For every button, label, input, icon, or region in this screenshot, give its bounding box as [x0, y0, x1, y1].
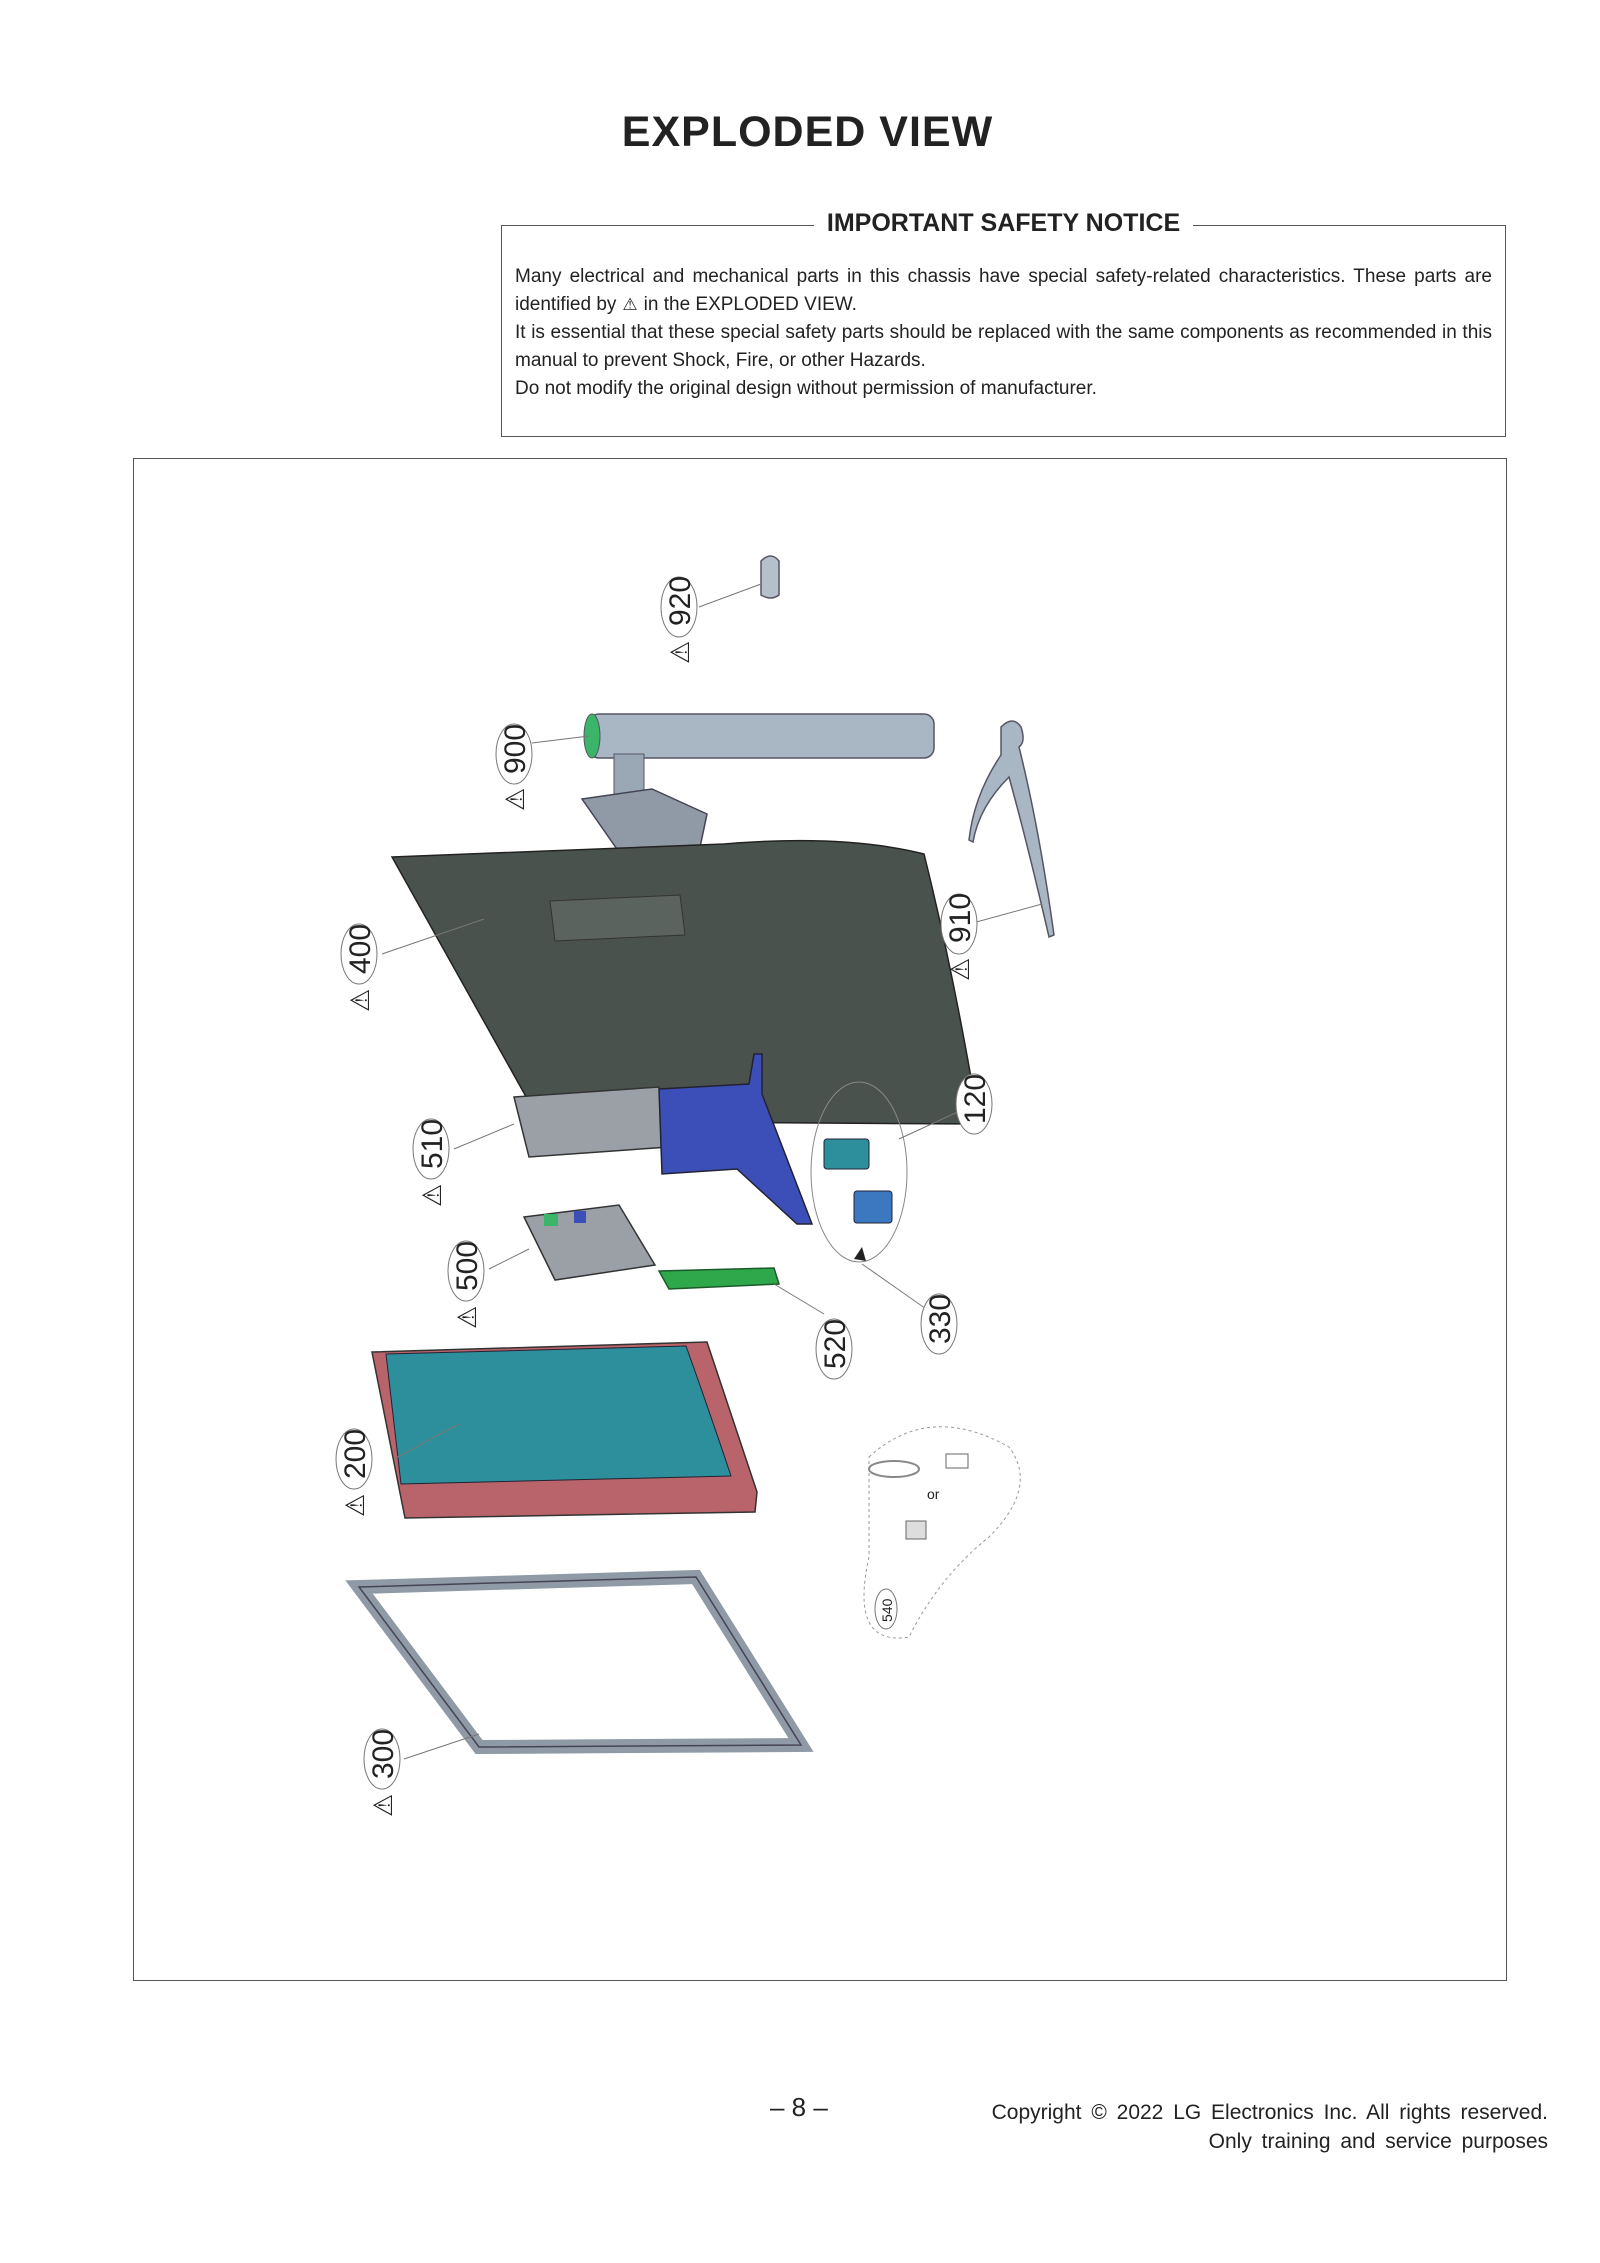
- exploded-view-drawing: or 920 ⚠ 900 ⚠ 910 ⚠ 400 ⚠: [335, 555, 1055, 1817]
- part-910-stand-base: [968, 720, 1055, 939]
- safety-notice-text: Many electrical and mechanical parts in …: [515, 263, 1492, 403]
- warning-triangle-icon: ⚠: [665, 641, 695, 664]
- svg-text:300: 300: [367, 1729, 400, 1779]
- part-900-stand-arm: [531, 713, 935, 853]
- part-330-small-part: [854, 1247, 930, 1312]
- copyright-notice: Copyright © 2022 LG Electronics Inc. All…: [992, 2098, 1548, 2156]
- callout-900: 900 ⚠: [495, 723, 533, 811]
- callout-300: 300 ⚠: [363, 1728, 401, 1817]
- callout-200: 200 ⚠: [335, 1428, 373, 1517]
- part-920-stand-cap: [698, 555, 780, 608]
- callout-500: 500 ⚠: [447, 1240, 485, 1329]
- warning-triangle-icon: ⚠: [500, 788, 530, 811]
- part-300-front-bezel: [345, 1569, 814, 1760]
- svg-text:120: 120: [959, 1074, 992, 1124]
- safety-notice-heading: IMPORTANT SAFETY NOTICE: [813, 209, 1194, 237]
- callout-120: 120: [955, 1073, 993, 1135]
- svg-text:920: 920: [664, 576, 697, 626]
- page-title: EXPLODED VIEW: [621, 108, 994, 156]
- warning-triangle-icon: ⚠: [340, 1494, 370, 1517]
- page-number: – 8 –: [770, 2092, 828, 2122]
- svg-text:900: 900: [499, 724, 532, 774]
- svg-text:400: 400: [344, 924, 377, 974]
- part-200-lcd-panel: [371, 1341, 758, 1519]
- callout-510: 510 ⚠: [412, 1118, 450, 1207]
- callout-540: 540: [874, 1588, 898, 1630]
- warning-triangle-icon: ⚠: [622, 295, 638, 314]
- part-500-main-pcb: [488, 1204, 657, 1281]
- part-520-green-pcb: [657, 1267, 825, 1315]
- notice-paragraph-3: Do not modify the original design withou…: [515, 378, 1097, 399]
- warning-triangle-icon: ⚠: [452, 1306, 482, 1329]
- callout-920: 920 ⚠: [660, 576, 698, 664]
- notice-paragraph-1: Many electrical and mechanical parts in …: [515, 263, 1492, 319]
- svg-text:200: 200: [339, 1429, 372, 1479]
- svg-text:540: 540: [879, 1598, 895, 1622]
- warning-triangle-icon: ⚠: [368, 1794, 398, 1817]
- callout-520: 520: [815, 1318, 853, 1380]
- part-120-small-boards: [810, 1081, 965, 1263]
- warning-triangle-icon: ⚠: [417, 1184, 447, 1207]
- callout-910: 910 ⚠: [940, 893, 978, 981]
- callout-400: 400 ⚠: [340, 923, 378, 1012]
- callout-330: 330: [920, 1293, 958, 1355]
- svg-text:520: 520: [819, 1319, 852, 1369]
- part-510-main-frame: [453, 1053, 814, 1225]
- warning-triangle-icon: ⚠: [945, 958, 975, 981]
- or-label: or: [927, 1486, 940, 1502]
- svg-text:330: 330: [924, 1294, 957, 1344]
- svg-text:910: 910: [944, 893, 977, 943]
- notice-paragraph-2: It is essential that these special safet…: [515, 322, 1492, 371]
- exploded-view-diagram: or 920 ⚠ 900 ⚠ 910 ⚠ 400 ⚠: [133, 458, 1507, 1981]
- safety-notice-box: IMPORTANT SAFETY NOTICE Many electrical …: [501, 209, 1506, 437]
- copyright-line-1: Copyright © 2022 LG Electronics Inc. All…: [991, 2101, 1548, 2124]
- copyright-line-2: Only training and service purposes: [1208, 2130, 1548, 2153]
- part-540-power-adapter: or: [863, 1426, 1021, 1639]
- part-400-back-cover: [381, 839, 980, 1125]
- svg-text:510: 510: [416, 1119, 449, 1169]
- svg-text:500: 500: [451, 1241, 484, 1291]
- warning-triangle-icon: ⚠: [345, 989, 375, 1012]
